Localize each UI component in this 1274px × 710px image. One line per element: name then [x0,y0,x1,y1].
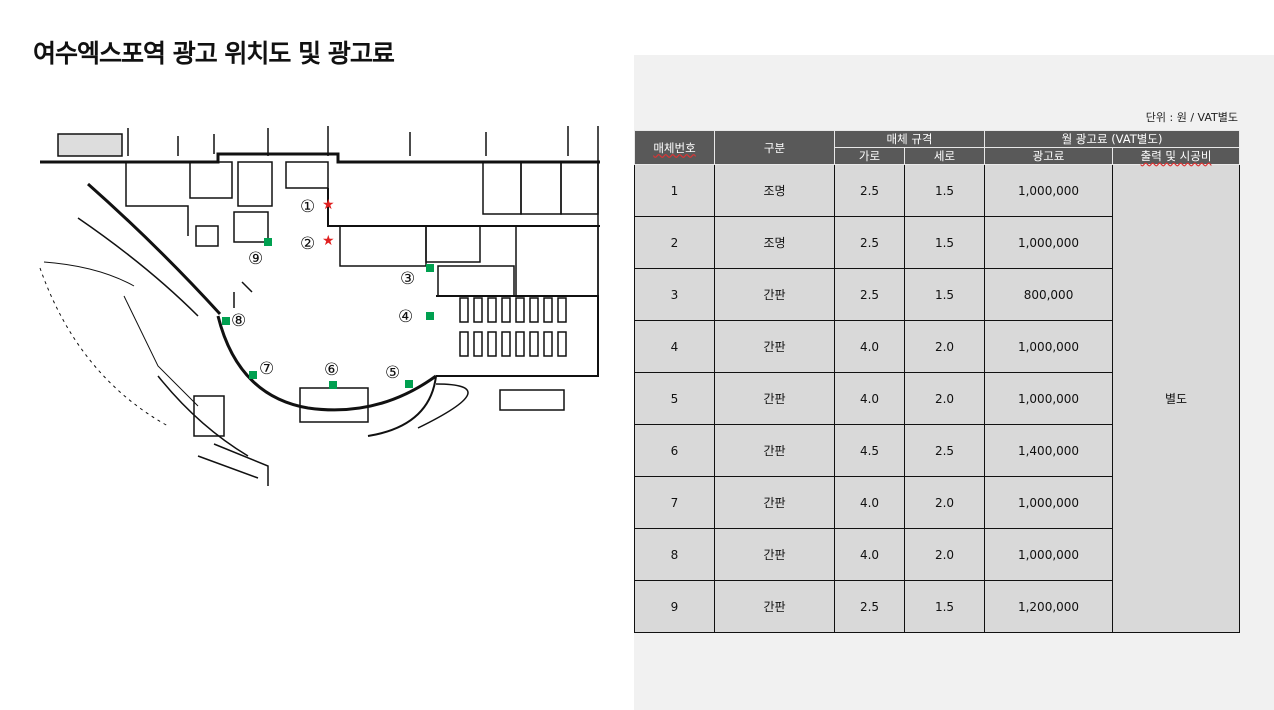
ad-fee-table: 매체번호 구분 매체 규격 월 광고료 (VAT별도) 가로 세로 광고료 출력… [634,130,1241,633]
header-media-no: 매체번호 [634,130,715,165]
cell-type: 간판 [714,372,835,425]
cell-height: 2.5 [903,424,986,477]
cell-type: 간판 [714,476,835,529]
table-row: 1 조명 2.5 1.5 1,000,000 별도 [634,164,1241,633]
cell-fee: 1,000,000 [984,476,1114,529]
sign-marker-9 [264,238,272,246]
table-row: 4 간판 4.0 2.0 1,000,000 [634,320,1240,373]
sign-marker-3 [426,264,434,272]
cell-type: 간판 [714,424,835,477]
sign-marker-4 [426,312,434,320]
cell-width: 4.0 [834,320,905,373]
table-row: 8 간판 4.0 2.0 1,000,000 [634,528,1240,581]
cell-width: 2.5 [834,580,905,633]
cell-fee: 1,000,000 [984,528,1114,581]
cell-no: 2 [634,216,715,269]
marker-label-5: ⑤ [385,363,400,383]
marker-label-4: ④ [398,307,413,327]
marker-label-3: ③ [400,269,415,289]
cell-width: 4.0 [834,476,905,529]
cell-no: 6 [634,424,715,477]
unit-note: 단위 : 원 / VAT별도 [1145,111,1238,124]
cell-height: 1.5 [903,164,986,217]
cell-fee: 1,000,000 [984,372,1114,425]
cell-height: 1.5 [903,580,986,633]
cell-no: 8 [634,528,715,581]
cell-type: 간판 [714,528,835,581]
header-category: 구분 [714,130,835,165]
cell-fee: 1,000,000 [984,164,1114,217]
cell-width: 4.0 [834,528,905,581]
cell-type: 조명 [714,216,835,269]
cell-width: 2.5 [834,216,905,269]
floor-plan-map: ★ ★ ① ② ③ ④ ⑤ ⑥ ⑦ ⑧ ⑨ [39,126,600,486]
sign-marker-7 [249,371,257,379]
cell-type: 간판 [714,268,835,321]
marker-label-9: ⑨ [248,249,263,269]
cell-no: 4 [634,320,715,373]
cell-no: 3 [634,268,715,321]
cell-height: 2.0 [903,528,986,581]
cell-height: 1.5 [903,216,986,269]
header-height: 세로 [903,147,986,165]
marker-label-2: ② [300,234,315,254]
cell-width: 4.5 [834,424,905,477]
table-row: 2 조명 2.5 1.5 1,000,000 [634,216,1240,269]
cell-height: 2.0 [903,476,986,529]
cell-no: 1 [634,164,715,217]
cell-type: 간판 [714,580,835,633]
cell-fee: 1,000,000 [984,216,1114,269]
cell-production: 별도 [1112,164,1241,633]
cell-fee: 1,000,000 [984,320,1114,373]
cell-type: 조명 [714,164,835,217]
header-fee: 광고료 [984,147,1114,165]
cell-width: 2.5 [834,268,905,321]
marker-label-1: ① [300,197,315,217]
cell-no: 5 [634,372,715,425]
page-title: 여수엑스포역 광고 위치도 및 광고료 [33,39,395,68]
marker-label-8: ⑧ [231,311,246,331]
star-marker-2: ★ [322,233,335,249]
marker-label-7: ⑦ [259,359,274,379]
table-row: 6 간판 4.5 2.5 1,400,000 [634,424,1240,477]
cell-fee: 1,400,000 [984,424,1114,477]
star-marker-1: ★ [322,197,335,213]
cell-height: 2.0 [903,320,986,373]
table-row: 7 간판 4.0 2.0 1,000,000 [634,476,1240,529]
header-production: 출력 및 시공비 [1112,147,1241,165]
cell-no: 9 [634,580,715,633]
cell-fee: 800,000 [984,268,1114,321]
cell-fee: 1,200,000 [984,580,1114,633]
table-row: 9 간판 2.5 1.5 1,200,000 [634,580,1240,633]
header-monthly-fee: 월 광고료 (VAT별도) [984,130,1241,148]
sign-marker-6 [329,381,337,389]
cell-no: 7 [634,476,715,529]
cell-type: 간판 [714,320,835,373]
header-spec: 매체 규격 [833,130,986,148]
cell-width: 4.0 [834,372,905,425]
cell-height: 1.5 [903,268,986,321]
marker-label-6: ⑥ [324,360,339,380]
sign-marker-5 [405,380,413,388]
cell-height: 2.0 [903,372,986,425]
sign-marker-8 [222,317,230,325]
table-row: 3 간판 2.5 1.5 800,000 [634,268,1240,321]
header-width: 가로 [834,147,905,165]
cell-width: 2.5 [834,164,905,217]
